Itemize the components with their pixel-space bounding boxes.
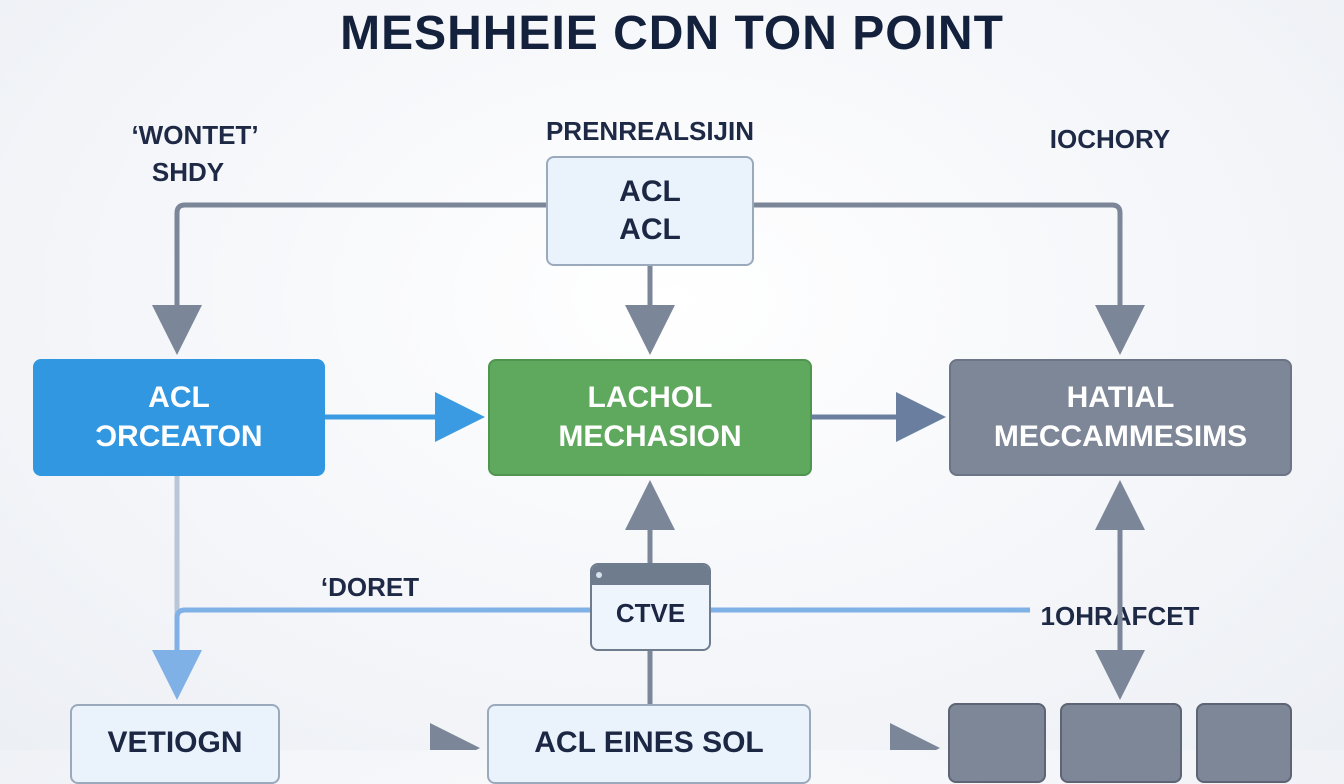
node-bottom-mid-label: ACL EINES SOL [534, 726, 764, 759]
node-bottom-right-3[interactable] [1196, 703, 1292, 783]
node-mechanism[interactable]: LACHOL MECHASION [488, 359, 812, 476]
node-bottom-right-2[interactable] [1060, 703, 1182, 783]
node-bottom-right-1[interactable] [948, 703, 1046, 783]
node-acl-creation-line2: ƆRCEATON [95, 419, 263, 453]
node-bottom-left[interactable]: VETIOGN [70, 704, 280, 784]
node-bottom-left-label: VETIOGN [107, 726, 243, 759]
node-mechanism-line1: LACHOL [587, 381, 713, 415]
node-acl-top[interactable]: ACL ACL [546, 156, 754, 266]
node-bottom-mid[interactable]: ACL EINES SOL [487, 704, 811, 784]
ctve-window-titlebar [592, 565, 709, 585]
node-acl-top-line2: ACL [619, 213, 681, 246]
label-top-left-line1: ‘WONTET’ [131, 120, 259, 150]
label-top-center: PRENREALSIJIN [545, 116, 755, 146]
label-mid-left: ‘DORET [320, 572, 420, 602]
node-acl-creation[interactable]: ACL ƆRCEATON [33, 359, 325, 476]
node-mechanisms-line1: HATIAL [1066, 381, 1175, 415]
connector-layer [152, 202, 1145, 750]
node-mechanisms-line2: MECCAMMESIMS [993, 419, 1248, 453]
connector-ctve-to-bottom-left [152, 607, 590, 700]
node-mechanisms[interactable]: HATIAL MECCAMMESIMS [949, 359, 1292, 476]
connector-acl-to-mechanisms [754, 202, 1145, 355]
label-top-left: ‘WONTET’ SHDY [110, 120, 280, 188]
diagram-title: MESHHEIE CDN TON POINT [340, 7, 1004, 60]
label-top-right: IOCHORY [1049, 124, 1171, 154]
node-ctve-label: CTVE [615, 598, 686, 629]
node-acl-top-line1: ACL [619, 174, 681, 208]
label-top-left-line2: SHDY [151, 157, 225, 187]
ctve-window-dot-icon [596, 572, 602, 578]
node-mechanism-line2: MECHASION [558, 419, 742, 453]
connector-acl-to-creation [152, 202, 546, 355]
node-acl-creation-line1: ACL [148, 381, 210, 415]
